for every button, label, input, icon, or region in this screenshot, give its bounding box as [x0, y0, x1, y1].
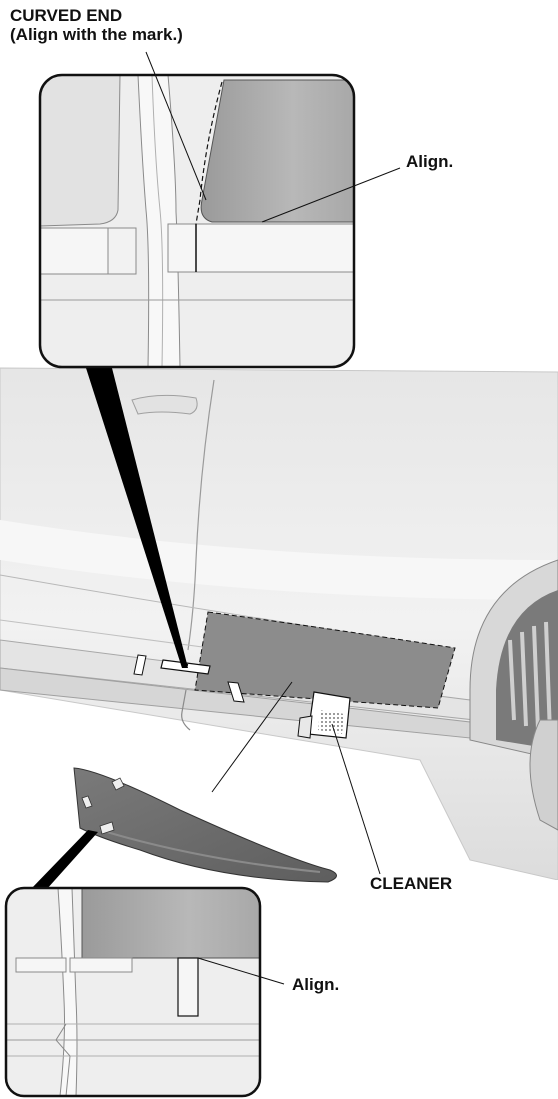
top-detail-glass	[200, 79, 354, 223]
cleaner-pad	[297, 691, 351, 739]
molding-piece	[73, 767, 337, 883]
bottom-align-tab	[177, 957, 199, 1017]
detail-callout-bottom	[4, 886, 262, 1098]
leader-molding	[211, 681, 293, 793]
top-callout-frame	[38, 73, 356, 369]
application-area	[194, 611, 456, 709]
label-align-bottom: Align.	[292, 975, 340, 994]
bottom-callout-frame	[4, 886, 262, 1098]
label-curved-end-line1: CURVED END	[10, 6, 123, 25]
leader-curved-end	[145, 51, 207, 201]
callout-pointer-top	[86, 368, 188, 668]
body-highlight	[0, 520, 558, 600]
detail-callout-top	[38, 73, 356, 369]
leader-align-top	[261, 167, 401, 223]
door-seam	[187, 379, 215, 651]
leader-lines	[145, 51, 401, 985]
door-handle	[131, 394, 198, 415]
label-cleaner: CLEANER	[370, 874, 453, 893]
wheel-arch	[469, 559, 558, 831]
leader-cleaner	[331, 723, 381, 875]
callout-pointer-bottom	[30, 830, 98, 890]
label-curved-end: CURVED END (Align with the mark.)	[10, 6, 183, 44]
label-align-top: Align.	[406, 152, 454, 171]
label-curved-end-line2: (Align with the mark.)	[10, 25, 183, 44]
leader-align-bottom	[197, 957, 285, 985]
